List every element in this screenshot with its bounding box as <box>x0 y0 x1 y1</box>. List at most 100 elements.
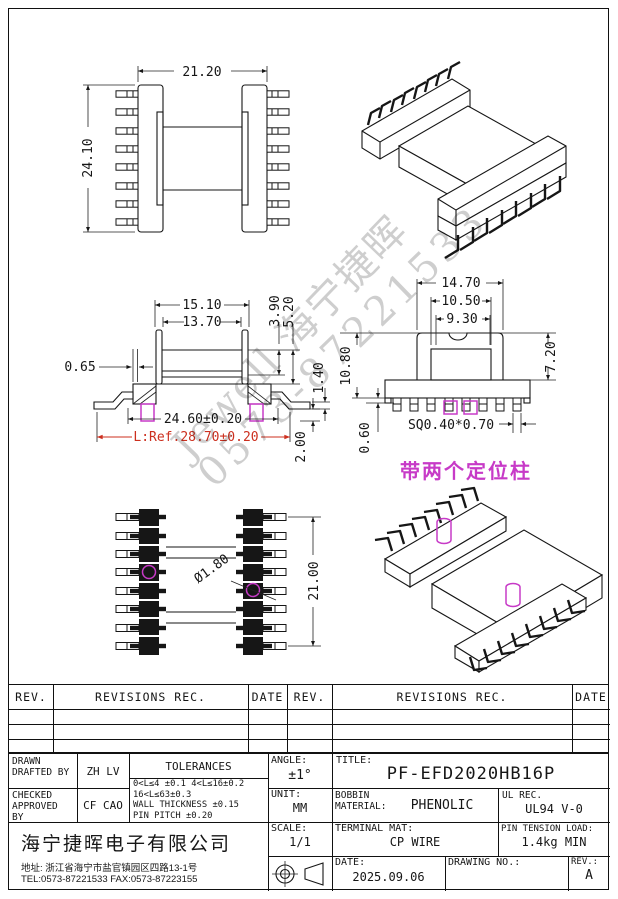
iso-top-pins-rear <box>366 60 461 126</box>
date-cell: DATE: 2025.09.06 <box>332 856 445 891</box>
scale-value: 1/1 <box>289 835 311 849</box>
company-name: 海宁捷晖电子有限公司 <box>21 834 232 855</box>
projection-symbol-cell <box>268 856 332 891</box>
positioning-post-hole-left <box>141 564 157 580</box>
drawn-by-value: ZH LV <box>86 764 120 778</box>
tolerance-line-4: PIN PITCH ±0.20 <box>133 810 213 821</box>
terminal-value: CP WIRE <box>389 835 441 849</box>
drawn-cell: DRAWN DRAFTED BY <box>9 754 77 788</box>
iso-bottom-pins-front <box>468 599 586 672</box>
unit-value: MM <box>292 801 308 815</box>
positioning-post-left <box>140 403 155 422</box>
terminal-label: TERMINAL MAT: <box>335 823 414 834</box>
isometric-bottom-view <box>374 486 604 673</box>
positioning-post-note: 带两个定位柱 <box>400 459 532 483</box>
dim-side-h-flange: 5.20 <box>282 296 297 327</box>
checked-cell: CHECKED APPROVED BY <box>9 788 77 823</box>
positioning-post-hole-right <box>245 582 261 598</box>
dim-end-h-body: 7.20 <box>544 341 559 372</box>
rev-header-rev-1: REV. <box>15 690 47 704</box>
dim-front-height: 24.10 <box>81 138 96 177</box>
rev-label: REV.: <box>571 857 599 867</box>
end-view: 14.70 10.50 9.30 7.20 10.80 0.60 <box>339 276 559 483</box>
title-block: DRAWN DRAFTED BY ZH LV TOLERANCES 0<L≤4 … <box>8 753 610 891</box>
rev-header-revisions-2: REVISIONS REC. <box>396 690 508 704</box>
gull-wing-lead-left <box>93 391 134 410</box>
dim-side-tube-span: 13.70 <box>182 315 221 330</box>
company-address: 地址: 浙江省海宁市盐官镇园区四路13-1号 <box>21 863 198 874</box>
date-value: 2025.09.06 <box>352 869 425 884</box>
approved-label: APPROVED BY <box>12 801 58 823</box>
bottom-pin-row-right <box>262 513 287 650</box>
dim-end-w-window: 10.50 <box>441 294 480 309</box>
dim-end-standoff: 0.60 <box>358 422 373 453</box>
pin-tension-value: 1.4kg MIN <box>521 835 587 849</box>
rev-header-date-1: DATE <box>251 690 284 704</box>
iso-top-pins-front <box>444 176 562 260</box>
iso-bottom-pins-rear <box>374 486 480 552</box>
drawn-label: DRAWN <box>12 756 41 767</box>
bobbin-label-line1: BOBBIN <box>335 790 370 801</box>
scale-cell: SCALE: 1/1 <box>268 822 332 856</box>
dim-side-wall: 0.65 <box>64 360 95 375</box>
dim-side-flange-span: 15.10 <box>182 298 221 313</box>
drawing-no-cell: DRAWING NO.: <box>445 856 568 891</box>
tolerance-line-3: WALL THICKNESS ±0.15 <box>133 800 239 810</box>
tolerance-line-1: 0<L≤4 ±0.1 4<L≤16±0.2 <box>133 779 245 789</box>
front-view: 21.20 24.10 <box>81 65 290 233</box>
positioning-post-right <box>249 403 264 422</box>
pin-row-left <box>115 90 139 226</box>
rev-value: A <box>585 868 593 883</box>
ul-cell: UL REC. UL94 V-0 <box>498 788 610 822</box>
dim-side-overall-ref: L:Ref.28.70±0.20 <box>133 430 258 445</box>
dim-end-w-outer: 14.70 <box>441 276 480 291</box>
positioning-post-mark-2 <box>463 400 478 415</box>
drafted-label: DRAFTED BY <box>12 767 70 778</box>
ul-label: UL REC. <box>502 790 543 801</box>
title-label: TITLE: <box>336 755 373 766</box>
dim-front-width: 21.20 <box>182 65 221 80</box>
title-cell: TITLE: PF-EFD2020HB16P <box>332 754 610 788</box>
rev-cell: REV.: A <box>568 856 610 891</box>
third-angle-projection-icon <box>272 860 324 887</box>
unit-cell: UNIT: MM <box>268 788 332 822</box>
rev-header-rev-2: REV. <box>293 690 326 704</box>
angle-value: ±1° <box>288 767 312 783</box>
terminal-cell: TERMINAL MAT: CP WIRE <box>332 822 498 856</box>
pin-row-right <box>266 90 290 226</box>
iso-positioning-post-2 <box>505 582 521 608</box>
tolerance-line-2: 16<L≤63±0.3 <box>133 789 192 800</box>
bottom-view: Ø1.80 21.00 <box>115 509 322 655</box>
pin-tension-cell: PIN TENSION LOAD: 1.4kg MIN <box>498 822 610 856</box>
revision-table: REV. REVISIONS REC. DATE REV. REVISIONS … <box>8 684 610 754</box>
company-phone: TEL:0573-87221533 FAX:0573-87223155 <box>21 874 198 885</box>
dim-end-pin-section: SQ0.40*0.70 <box>408 418 494 433</box>
tolerances-label: TOLERANCES <box>165 759 232 773</box>
checked-by-value: CF CAO <box>83 798 123 812</box>
dim-bottom-depth: 21.00 <box>307 561 322 600</box>
angle-cell: ANGLE: ±1° <box>268 754 332 788</box>
rev-header-date-2: DATE <box>575 690 607 704</box>
dim-end-w-inner: 9.30 <box>446 312 477 327</box>
part-number: PF-EFD2020HB16P <box>386 764 556 784</box>
dim-side-h-tube: 3.90 <box>268 295 283 326</box>
unit-label: UNIT: <box>271 789 302 800</box>
rev-header-revisions-1: REVISIONS REC. <box>95 690 206 704</box>
side-view: 15.10 13.70 0.65 3.90 5.20 <box>64 295 330 463</box>
dim-side-foot-span: 24.60±0.20 <box>164 412 242 427</box>
isometric-top-view <box>361 60 567 260</box>
gull-wing-lead-right <box>270 391 311 410</box>
company-cell: 海宁捷晖电子有限公司 地址: 浙江省海宁市盐官镇园区四路13-1号 TEL:05… <box>9 822 268 891</box>
dim-side-lead-thk: 1.40 <box>312 362 327 393</box>
dim-end-h-total: 10.80 <box>339 346 354 385</box>
dim-side-lead-ext: 2.00 <box>294 431 309 462</box>
positioning-post-mark-1 <box>443 400 458 415</box>
bobbin-material-value: PHENOLIC <box>410 797 474 813</box>
tolerances-values: 0<L≤4 ±0.1 4<L≤16±0.2 16<L≤63±0.3 WALL T… <box>129 778 268 822</box>
bobbin-label: BOBBIN MATERIAL: <box>335 790 386 812</box>
drawing-no-label: DRAWING NO.: <box>448 857 521 868</box>
rail-segments <box>139 526 263 637</box>
checked-label: CHECKED <box>12 790 53 801</box>
